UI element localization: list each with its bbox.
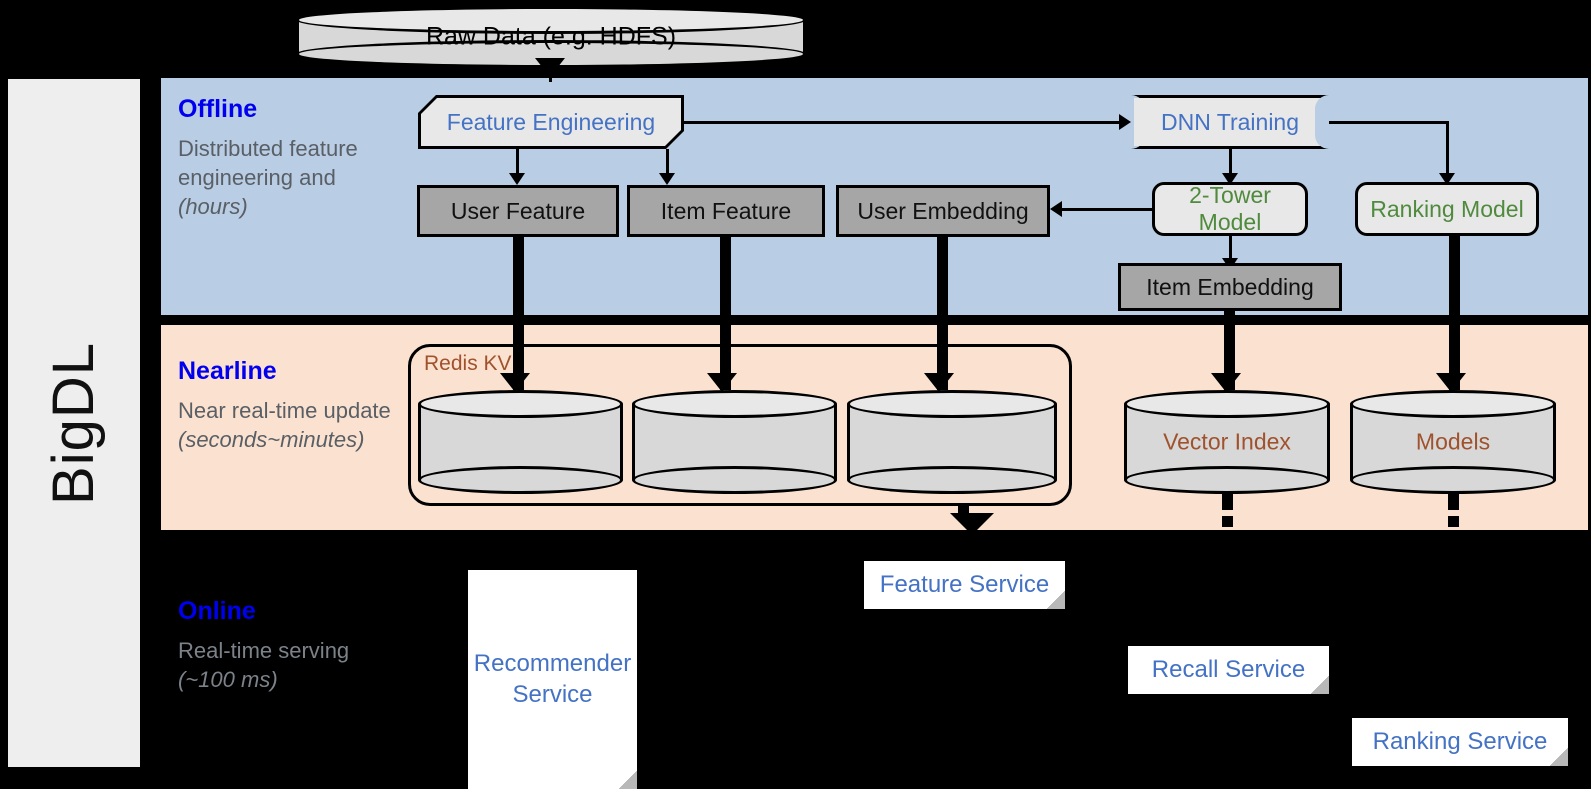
recommender-service-label: Recommender Service	[473, 649, 632, 708]
conn-twotower-userembed-line	[1062, 208, 1154, 211]
dash-vectorindex-2	[1222, 516, 1233, 527]
online-band-head: Online Real-time serving (~100 ms)	[178, 597, 403, 694]
feature-service-label: Feature Service	[879, 570, 1050, 598]
user-feature-box[interactable]: User Feature	[417, 185, 619, 237]
conn-dnn-twotower-line	[1229, 149, 1232, 177]
models-cylinder[interactable]: Models	[1350, 390, 1556, 494]
conn-fe-dnn-line	[684, 121, 1119, 124]
online-desc-italic: (~100 ms)	[178, 666, 278, 692]
pipe-itemembedding-arrow	[1211, 373, 1241, 392]
feature-engineering-label: Feature Engineering	[421, 98, 681, 146]
redis-store-3-bottom	[847, 466, 1057, 494]
redis-kv-group	[408, 344, 1072, 506]
nearline-desc-plain: Near real-time update	[178, 397, 391, 423]
item-embedding-label: Item Embedding	[1146, 273, 1314, 300]
pipe-rankingmodel-arrow	[1436, 373, 1466, 392]
nearline-desc-italic: (seconds~minutes)	[178, 426, 365, 452]
pipe-redis-featureservice	[958, 504, 969, 518]
recall-service-label: Recall Service	[1151, 655, 1306, 683]
pipe-userembedding	[937, 237, 948, 390]
pipe-userfeature	[513, 237, 524, 390]
offline-description: Distributed feature engineering and (hou…	[178, 134, 403, 221]
raw-data-cylinder: Raw Data (e.g. HDFS)	[296, 6, 806, 68]
ranking-model-box[interactable]: Ranking Model	[1355, 182, 1539, 236]
redis-store-1-bottom	[418, 466, 623, 494]
ranking-service-label: Ranking Service	[1372, 727, 1548, 755]
redis-store-1-top	[418, 390, 623, 418]
online-desc-plain: Real-time serving	[178, 637, 350, 663]
vector-index-bottom	[1124, 466, 1330, 494]
redis-store-user-embedding[interactable]	[847, 390, 1057, 494]
offline-band-head: Offline Distributed feature engineering …	[178, 95, 403, 221]
feature-service-card[interactable]: Feature Service	[864, 561, 1065, 609]
raw-data-top	[296, 6, 806, 34]
conn-fe-userfeature-line	[516, 149, 519, 177]
conn-dnn-ranking-v	[1446, 121, 1449, 177]
offline-title: Offline	[178, 95, 258, 123]
dash-models-1	[1448, 492, 1459, 510]
pipe-itemfeature-arrow	[707, 373, 737, 392]
dash-models-2	[1448, 516, 1459, 527]
nearline-band-head: Nearline Near real-time update (seconds~…	[178, 357, 403, 454]
bigdl-sidebar: BigDL	[5, 76, 143, 770]
two-tower-model-box[interactable]: 2-Tower Model	[1152, 182, 1308, 236]
user-embedding-box[interactable]: User Embedding	[836, 185, 1050, 237]
models-label: Models	[1415, 428, 1491, 455]
online-title: Online	[178, 597, 256, 625]
dnn-training-box[interactable]: DNN Training	[1131, 95, 1329, 149]
conn-twotower-itemembed-line	[1229, 236, 1232, 262]
redis-store-3-top	[847, 390, 1057, 418]
feature-engineering-box[interactable]: Feature Engineering	[418, 95, 684, 149]
pipe-userfeature-arrow	[500, 373, 530, 392]
item-embedding-box[interactable]: Item Embedding	[1118, 263, 1342, 311]
pipe-itemfeature	[720, 237, 731, 390]
conn-fe-itemfeature-arrow	[659, 173, 675, 185]
models-bottom	[1350, 466, 1556, 494]
bigdl-label: BigDL	[41, 341, 106, 505]
redis-store-user-feature[interactable]	[418, 390, 623, 494]
redis-store-2-top	[632, 390, 837, 418]
conn-rawdata-fe-arrow	[535, 58, 565, 77]
recommender-service-card[interactable]: Recommender Service	[468, 570, 637, 789]
models-top	[1350, 390, 1556, 418]
conn-fe-itemfeature-line	[666, 149, 669, 177]
dnn-training-label: DNN Training	[1134, 98, 1326, 146]
dash-vectorindex-1	[1222, 492, 1233, 510]
nearline-title: Nearline	[178, 357, 277, 385]
redis-store-2-bottom	[632, 466, 837, 494]
conn-dnn-ranking-h	[1329, 121, 1449, 124]
offline-desc-italic: (hours)	[178, 193, 248, 219]
offline-desc-plain: Distributed feature engineering and	[178, 135, 358, 190]
redis-store-item-feature[interactable]	[632, 390, 837, 494]
ranking-service-card[interactable]: Ranking Service	[1352, 718, 1568, 766]
two-tower-model-label: 2-Tower Model	[1189, 182, 1271, 235]
nearline-description: Near real-time update (seconds~minutes)	[178, 396, 403, 454]
pipe-userembedding-arrow	[924, 373, 954, 392]
conn-fe-userfeature-arrow	[509, 173, 525, 185]
vector-index-label: Vector Index	[1163, 428, 1291, 455]
item-feature-box[interactable]: Item Feature	[627, 185, 825, 237]
redis-kv-label: Redis KV	[424, 352, 512, 375]
item-feature-label: Item Feature	[660, 197, 792, 224]
ranking-model-label: Ranking Model	[1370, 195, 1524, 222]
pipe-itemembedding	[1224, 311, 1235, 390]
raw-data-label: Raw Data (e.g. HDFS)	[425, 22, 677, 51]
user-embedding-label: User Embedding	[857, 197, 1029, 224]
recall-service-card[interactable]: Recall Service	[1128, 646, 1329, 694]
online-description: Real-time serving (~100 ms)	[178, 636, 403, 694]
pipe-rankingmodel	[1449, 236, 1460, 390]
conn-twotower-userembed-arrow	[1050, 201, 1062, 217]
conn-fe-dnn-arrow	[1119, 114, 1131, 130]
vector-index-top	[1124, 390, 1330, 418]
pipe-redis-featureservice-arrow	[950, 513, 994, 535]
vector-index-cylinder[interactable]: Vector Index	[1124, 390, 1330, 494]
user-feature-label: User Feature	[450, 197, 586, 224]
